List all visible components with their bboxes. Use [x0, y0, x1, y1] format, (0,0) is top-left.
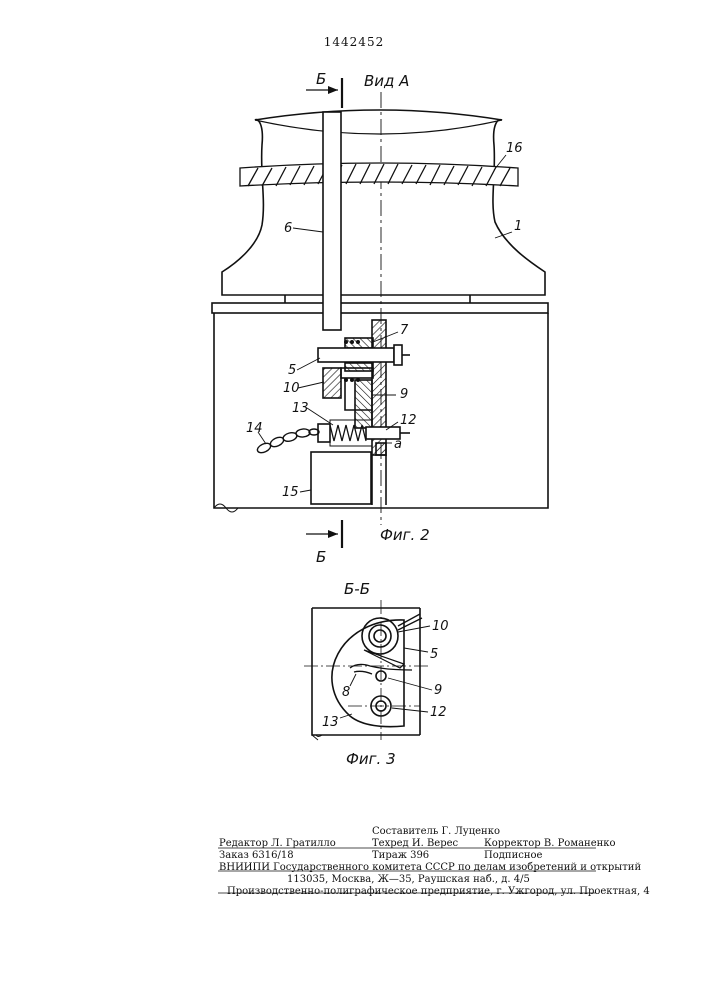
rope	[240, 163, 518, 186]
label-16: 16	[506, 141, 523, 156]
label-15: 15	[282, 485, 299, 500]
footer-printer: Производственно-полиграфическое предприя…	[227, 886, 650, 898]
fig3-label-5: 5	[430, 647, 438, 662]
caption-fig2: Фиг. 2	[380, 526, 430, 544]
ratchet-disc	[332, 620, 404, 727]
label-14: 14	[246, 421, 263, 436]
footer-circulation: Тираж 396	[372, 850, 429, 862]
axle-outer	[362, 618, 398, 654]
footer-order: Заказ 6316/18	[219, 850, 294, 862]
fig3-label-12: 12	[430, 705, 447, 720]
footer-corrector: Корректор В. Романенко	[484, 838, 616, 850]
footer-editor: Редактор Л. Гратилло	[219, 838, 336, 850]
block	[311, 452, 371, 504]
footer-subscription: Подписное	[484, 850, 542, 862]
caption-fig3: Фиг. 3	[346, 750, 396, 768]
label-5: 5	[288, 363, 296, 378]
patent-number: 1442452	[324, 35, 384, 49]
footer-techred: Техред И. Верес	[372, 838, 458, 850]
footer-address: 113035, Москва, Ж—35, Раушская наб., д. …	[287, 874, 530, 886]
label-9: 9	[400, 387, 408, 402]
footer-org: ВНИИПИ Государственного комитета СССР по…	[219, 862, 641, 874]
base-plate	[212, 303, 548, 313]
label-6: 6	[284, 221, 292, 236]
mark-section-bb: Б-Б	[344, 580, 370, 598]
fig3-label-9: 9	[434, 683, 442, 698]
lever-rod	[323, 112, 341, 330]
chain	[256, 428, 319, 454]
label-7: 7	[400, 323, 409, 338]
footer-compiler: Составитель Г. Луценко	[372, 826, 500, 838]
mark-b-top: Б	[316, 70, 326, 88]
label-13: 13	[292, 401, 309, 416]
fig3-label-8: 8	[342, 685, 350, 700]
capstan-drum	[222, 110, 545, 295]
label-12: 12	[400, 413, 417, 428]
mark-view-a: Вид А	[364, 72, 409, 90]
figure-2	[212, 78, 548, 548]
mark-b-bottom: Б	[316, 548, 326, 566]
label-1: 1	[514, 219, 522, 234]
fig3-label-13: 13	[322, 715, 339, 730]
label-10: 10	[283, 381, 300, 396]
axle	[318, 348, 394, 362]
label-a: a	[394, 437, 402, 452]
fig3-label-10: 10	[432, 619, 449, 634]
